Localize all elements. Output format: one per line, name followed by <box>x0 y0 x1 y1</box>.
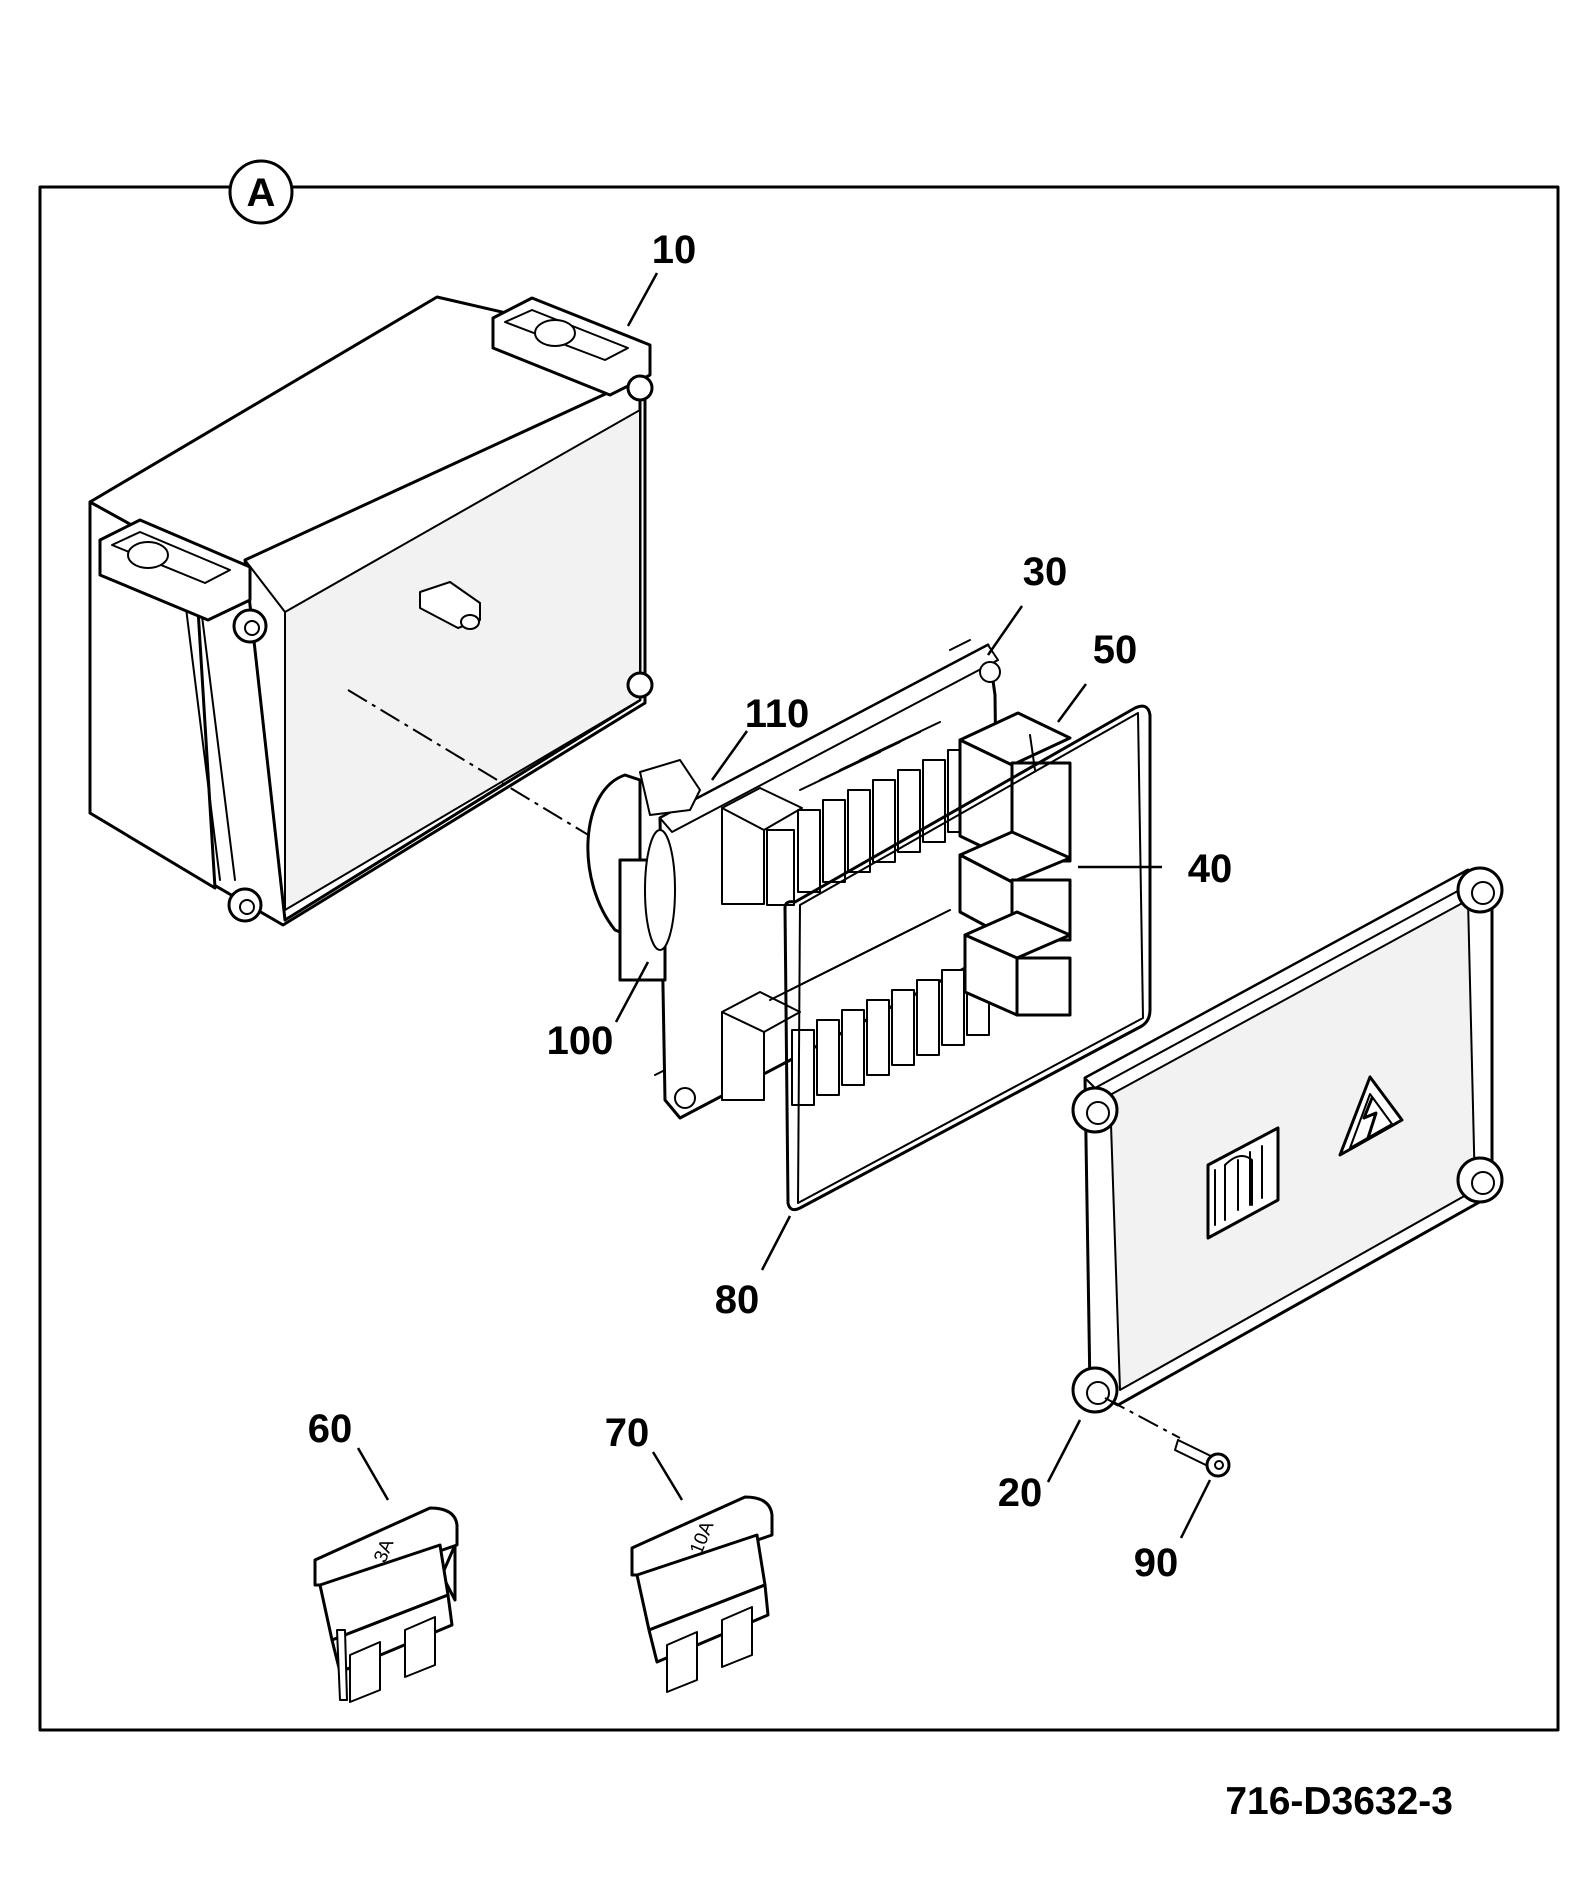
electric-hazard-icon <box>1338 1075 1404 1157</box>
callout-110: 110 <box>745 692 810 736</box>
view-label-circle <box>228 159 294 225</box>
lid-screw <box>1104 1397 1231 1478</box>
fuse-board <box>654 639 1001 1120</box>
callout-90: 90 <box>1134 1541 1179 1585</box>
view-label: A <box>247 171 276 215</box>
enclosure-box <box>88 295 654 927</box>
blade-fuse-10a: 10A <box>630 1495 774 1693</box>
blade-fuse-3a: 3A <box>313 1506 459 1703</box>
callout-30: 30 <box>1023 550 1068 594</box>
read-manual-icon <box>1206 1126 1280 1240</box>
callout-20: 20 <box>998 1471 1043 1515</box>
callout-40: 40 <box>1188 847 1233 891</box>
enclosure-lid <box>1071 866 1504 1414</box>
callout-50: 50 <box>1093 628 1138 672</box>
callout-100: 100 <box>547 1019 614 1063</box>
assembly-centerline <box>347 689 601 843</box>
detail-frame <box>38 185 1560 1732</box>
callout-60: 60 <box>308 1407 353 1451</box>
callout-70: 70 <box>605 1411 650 1455</box>
cover-seal <box>783 704 1152 1212</box>
callout-80: 80 <box>715 1278 760 1322</box>
connector-body <box>586 759 701 982</box>
drawing-number: 716-D3632-3 <box>1225 1780 1453 1823</box>
callout-10: 10 <box>652 228 697 272</box>
relay-stack <box>958 711 1072 1017</box>
